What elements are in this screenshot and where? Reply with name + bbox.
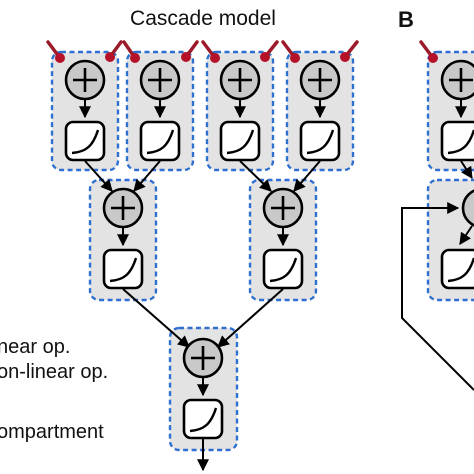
edge-arrow — [217, 288, 284, 348]
sigmoid-box-icon — [219, 120, 261, 162]
sigmoid-box-icon — [262, 248, 304, 290]
plus-circle-icon — [182, 337, 224, 379]
edge-arrow — [239, 160, 272, 192]
sigmoid-box-icon — [139, 120, 181, 162]
legend-nonlinear-label: on-linear op. — [0, 361, 108, 383]
legend-compartment-label: ompartment — [0, 421, 104, 443]
synapse-icon — [201, 40, 279, 63]
sigmoid-box-icon — [102, 248, 144, 290]
figure-title: Cascade model — [130, 7, 276, 30]
plus-circle-icon — [64, 59, 106, 101]
plus-circle-icon — [440, 59, 474, 101]
plus-circle-icon — [461, 189, 474, 227]
sigmoid-box-icon — [440, 120, 474, 162]
sigmoid-box-icon — [299, 120, 341, 162]
plus-circle-icon — [102, 187, 144, 229]
edge-arrow — [122, 288, 190, 348]
feedback-loop-line — [401, 202, 474, 391]
synapse-icon — [122, 40, 199, 63]
plus-circle-icon — [219, 59, 261, 101]
legend-linear-label: near op. — [0, 336, 70, 358]
sigmoid-box-icon — [182, 398, 224, 440]
synapse-icon — [46, 40, 123, 63]
synapse-icon — [281, 40, 359, 63]
edge-arrow — [293, 160, 321, 192]
sigmoid-box-icon — [64, 120, 106, 162]
edge-arrow — [84, 160, 113, 192]
edge-arrow — [460, 160, 473, 180]
sigmoid-box-icon — [440, 248, 474, 290]
edge-arrow — [133, 160, 161, 192]
plus-circle-icon — [262, 187, 304, 229]
edge-arrow — [459, 225, 473, 245]
plus-circle-icon — [139, 59, 181, 101]
panel-b-label: B — [398, 7, 414, 32]
synapse-icon — [419, 40, 438, 63]
plus-circle-icon — [299, 59, 341, 101]
